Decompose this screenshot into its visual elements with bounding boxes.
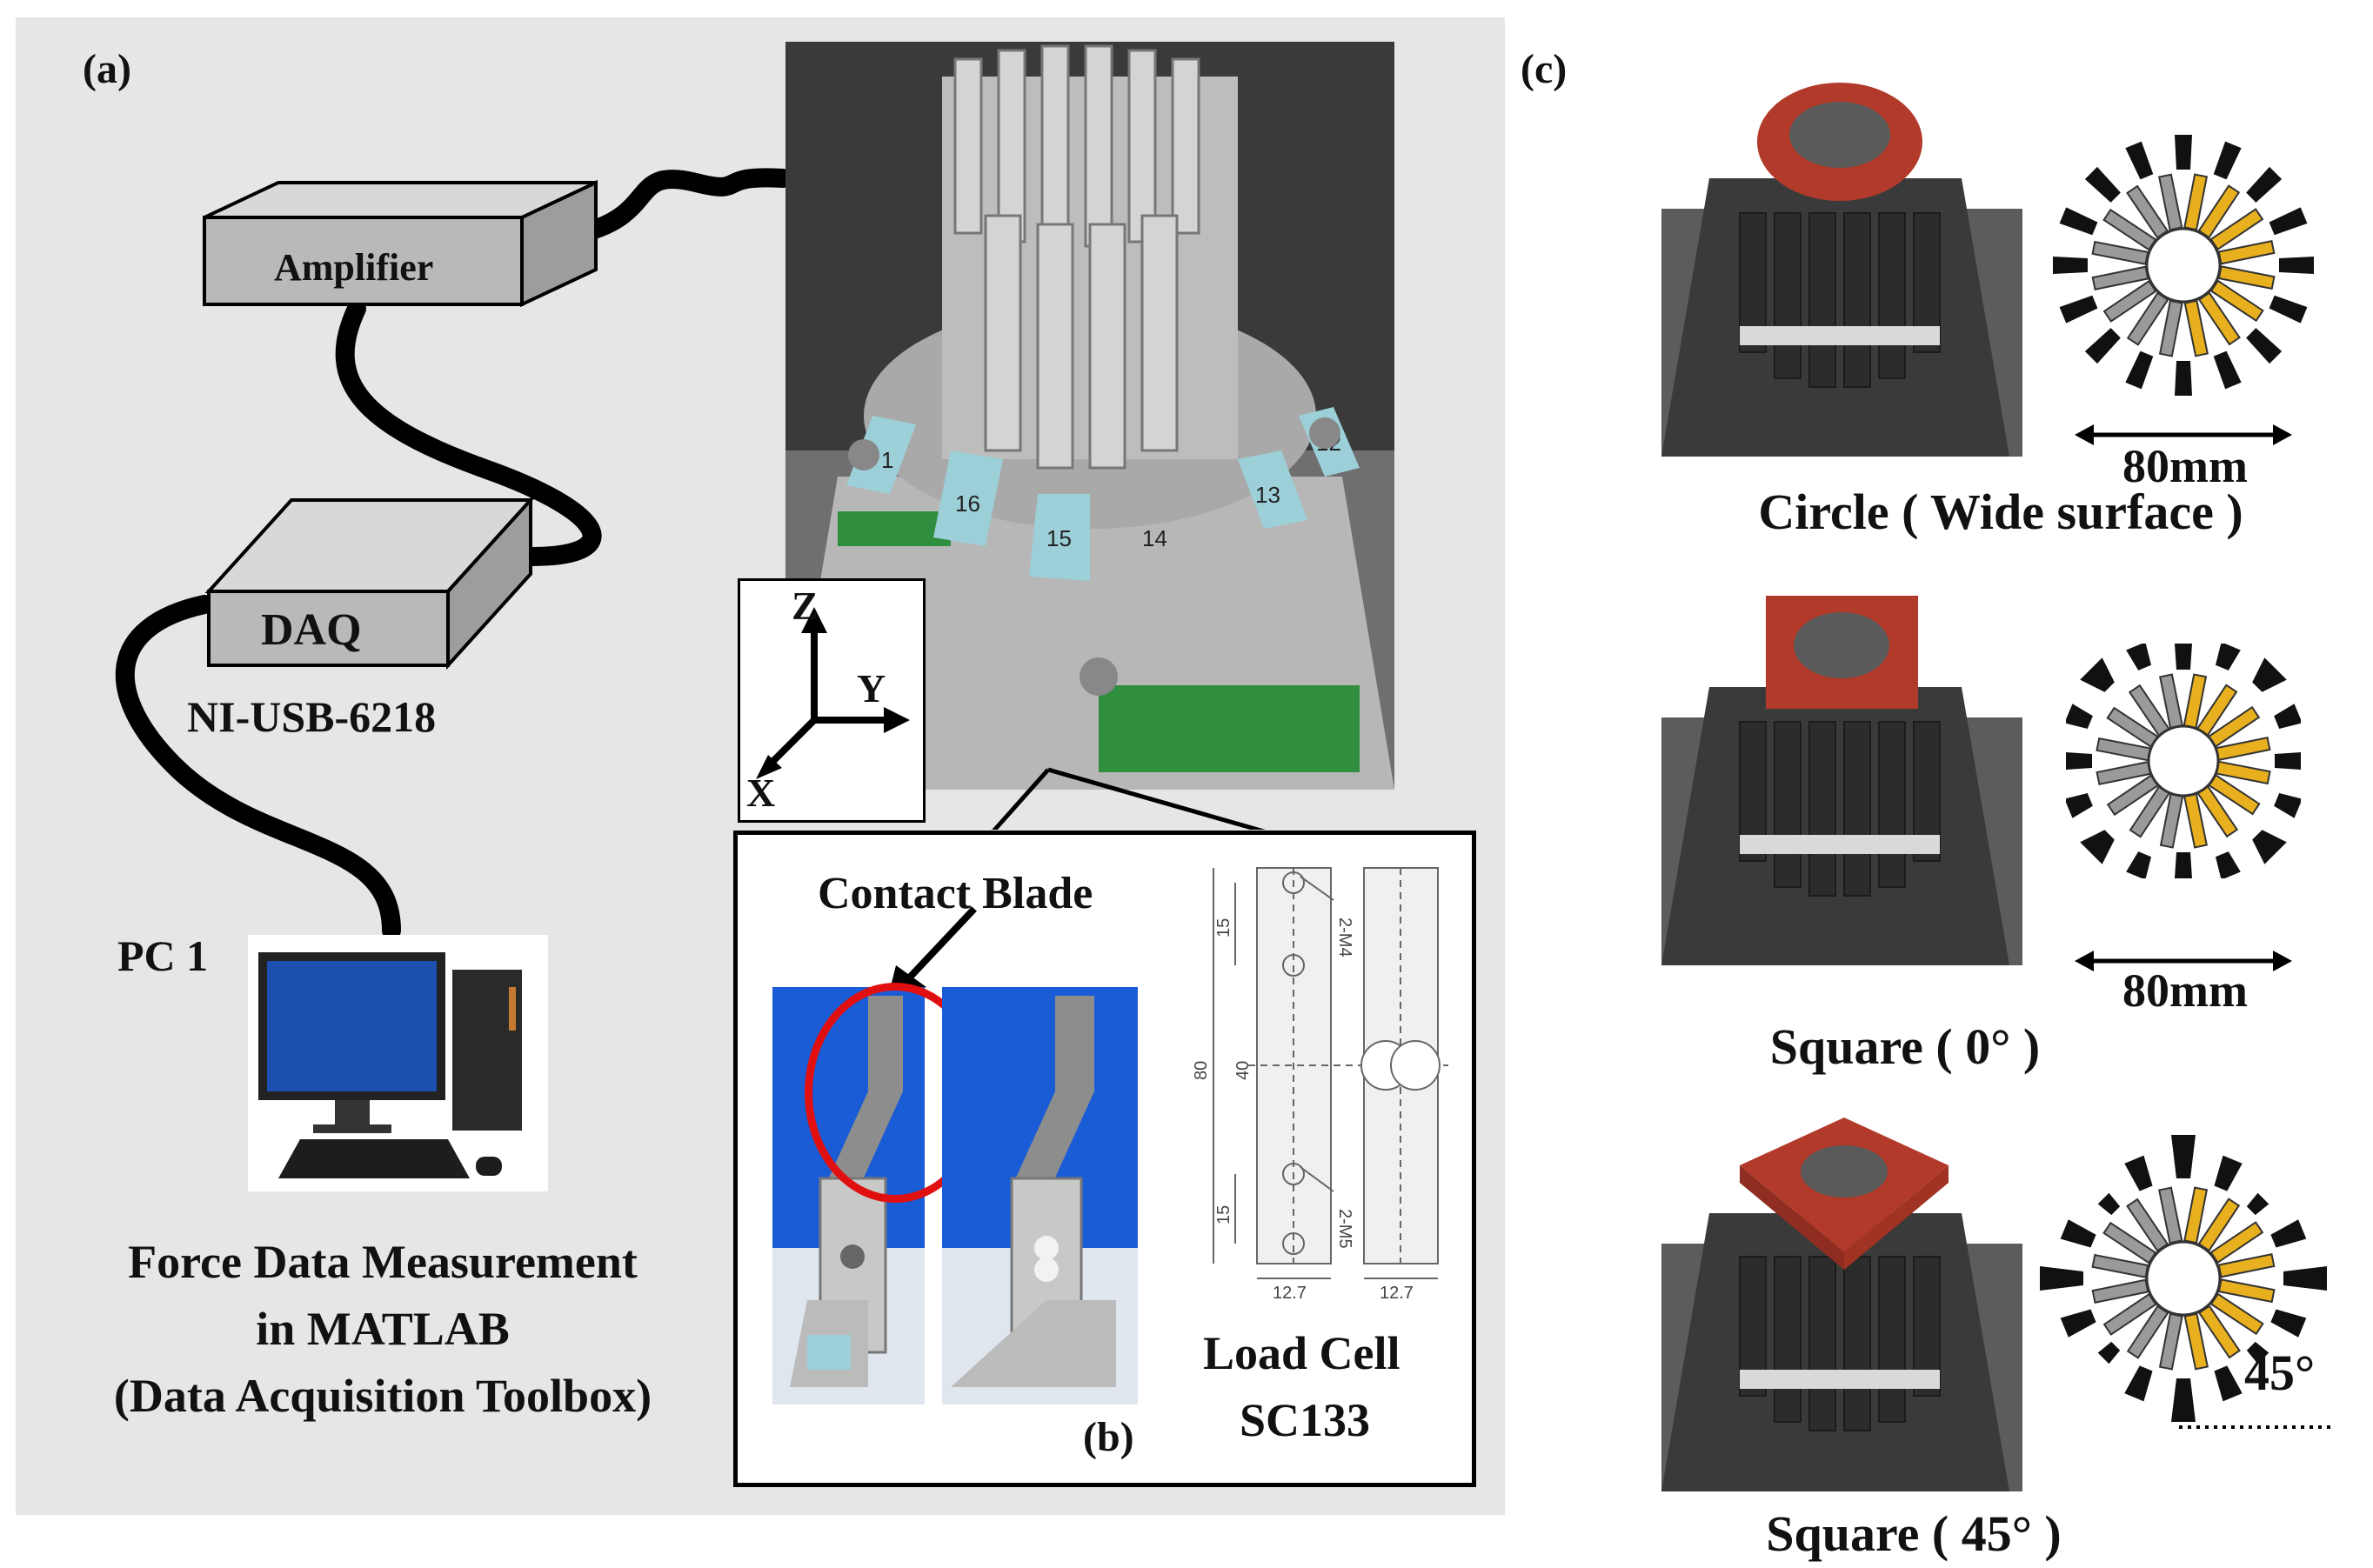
pc-label: PC 1: [117, 931, 209, 980]
gripper-render-square-0: [1661, 596, 2022, 965]
computer-icon: [248, 935, 548, 1191]
daq-model-label: NI-USB-6218: [187, 692, 437, 741]
gripper-photo: 1 16 15 14 13 12: [785, 42, 1394, 790]
blade-number-16: 16: [955, 490, 980, 517]
circle-blade-pattern: [2053, 135, 2314, 396]
dim-m5: 2-M5: [1335, 1209, 1354, 1249]
square-0-caption: Square ( 0° ): [1769, 1018, 2041, 1075]
blade-number-14: 14: [1142, 525, 1167, 551]
axis-box: [738, 578, 926, 823]
caption-line-2: in MATLAB: [256, 1303, 510, 1355]
load-cell-drawing: 15 80 40 15 2-M4 2-M5 12.7 12.7: [1192, 867, 1448, 1303]
dim-15-top: 15: [1214, 918, 1233, 937]
dim-80mm-label-1: 80mm: [2122, 440, 2248, 492]
load-cell-label-1: Load Cell: [1203, 1327, 1400, 1379]
dim-m4: 2-M4: [1335, 917, 1354, 957]
blade-number-1: 1: [881, 447, 893, 473]
blade-layout-circle: [2053, 135, 2314, 396]
caption-line-1: Force Data Measurement: [128, 1236, 638, 1288]
contact-blade-label: Contact Blade: [818, 869, 1093, 918]
gripper-render-square-45: [1661, 1118, 2022, 1491]
angle-reference-line: [2179, 1425, 2336, 1429]
dim-80mm-label-2: 80mm: [2122, 964, 2248, 1017]
axis-y-label: Y: [857, 666, 886, 711]
panel-c-label: (c): [1521, 46, 1568, 92]
blade-number-13: 13: [1255, 482, 1280, 508]
square-45-caption: Square ( 45° ): [1766, 1505, 2062, 1562]
dimension-arrow-80mm-2: [2075, 951, 2292, 971]
daq-label: DAQ: [261, 605, 362, 655]
circle-caption: Circle ( Wide surface ): [1758, 484, 2243, 540]
blade-number-15: 15: [1046, 525, 1072, 551]
axis-z-label: Z: [792, 584, 819, 628]
dim-width-left: 12.7: [1273, 1284, 1307, 1303]
blade-layout-square-0: [2066, 644, 2301, 878]
amplifier-label: Amplifier: [274, 246, 434, 289]
caption-line-3: (Data Acquisition Toolbox): [113, 1370, 652, 1422]
panel-b-label: (b): [1083, 1414, 1134, 1460]
panel-a-label: (a): [83, 46, 131, 92]
dim-width-right: 12.7: [1380, 1284, 1414, 1303]
angle-45-label: 45°: [2244, 1344, 2316, 1401]
cables: [115, 168, 792, 940]
amplifier-box: [203, 179, 598, 308]
load-cell-photo-right: [942, 987, 1138, 1405]
load-cell-label-2: SC133: [1240, 1394, 1371, 1446]
dim-80: 80: [1192, 1061, 1211, 1080]
dimension-arrow-80mm-1: [2075, 424, 2292, 445]
daq-box: [204, 496, 535, 670]
dim-15-bottom: 15: [1214, 1205, 1233, 1224]
dim-40: 40: [1233, 1061, 1253, 1080]
gripper-render-circle: [1661, 83, 2022, 457]
blade-layout-square-45: [2027, 1122, 2340, 1435]
axis-x-label: X: [746, 771, 776, 815]
